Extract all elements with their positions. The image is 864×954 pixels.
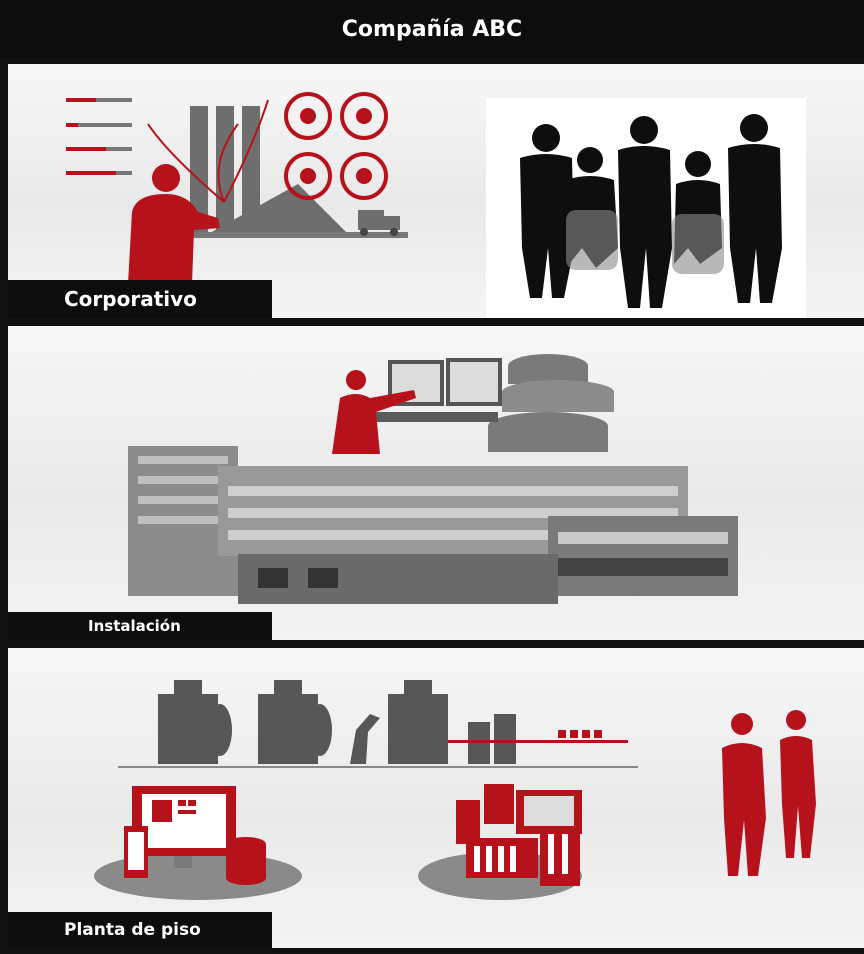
production-line-illustration <box>118 680 638 768</box>
page-title: Compañía ABC <box>0 0 864 58</box>
floor-workers-illustration <box>722 710 816 876</box>
business-team-image <box>486 98 806 318</box>
floor-label: Planta de piso <box>8 912 272 948</box>
controllers-illustration <box>418 784 582 900</box>
facility-section: Instalación <box>8 326 864 640</box>
floor-section: Planta de piso <box>8 648 864 948</box>
corporate-analyst-illustration <box>66 92 408 284</box>
corporate-section: Corporativo <box>8 64 864 318</box>
hmi-devices-illustration <box>94 786 302 900</box>
facility-label: Instalación <box>8 612 272 640</box>
corporate-label: Corporativo <box>8 280 272 318</box>
facility-building-illustration <box>128 354 738 604</box>
